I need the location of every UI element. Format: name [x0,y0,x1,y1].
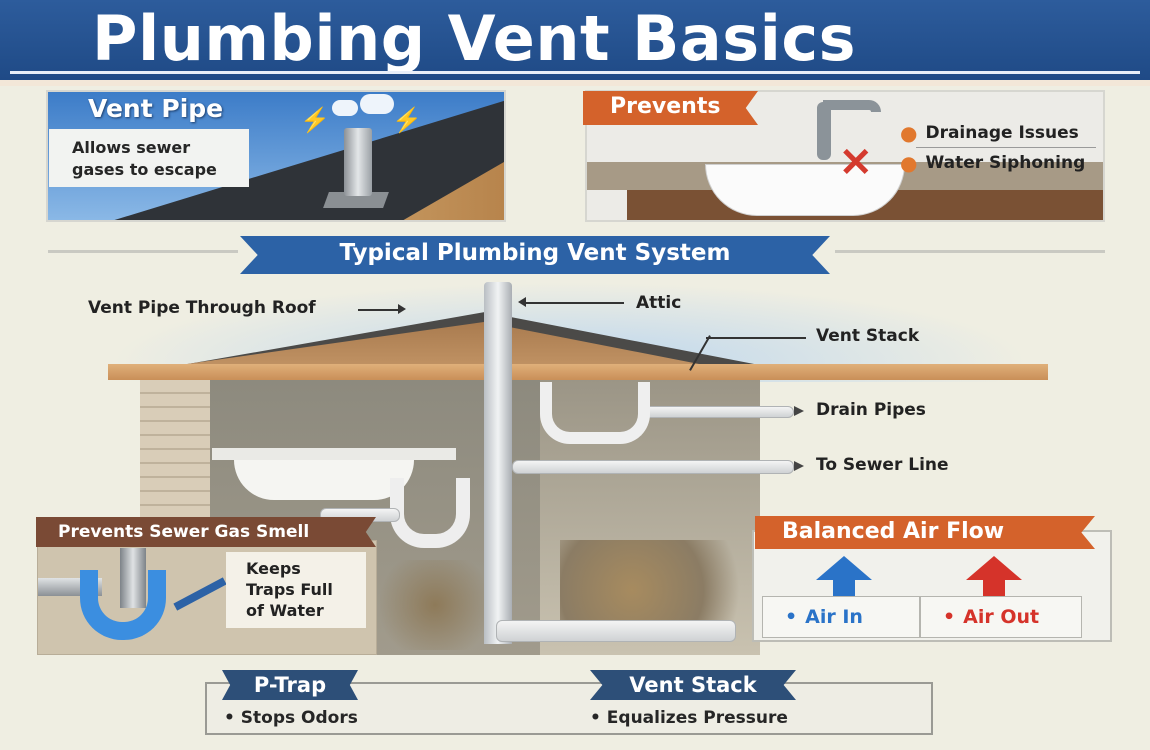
bullet-icon: • [785,606,798,628]
list-item-label: Drainage Issues [925,122,1079,143]
header-divider [10,71,1140,74]
air-flow-title: Balanced Air Flow [782,519,1005,544]
sink-bowl-icon [234,460,414,500]
bullet-icon: ● [900,120,918,145]
lightning-icon: ⚡ [392,107,422,134]
label-attic: Attic [636,293,682,313]
sewer-gas-title: Prevents Sewer Gas Smell [58,522,310,542]
section-banner [240,236,830,274]
air-in-arrow-icon [816,556,872,580]
gas-cloud-icon [360,94,394,114]
air-in-label: Air In [805,606,863,628]
header-shadow [0,80,1150,86]
prevents-list: ● Drainage Issues ● Water Siphoning [900,118,1100,177]
sink-counter [212,448,456,460]
p-trap-item-label: Stops Odors [240,708,358,728]
bullet-icon: ● [900,150,918,175]
air-out-cell: • Air Out [920,596,1082,638]
label-vent-pipe-through-roof: Vent Pipe Through Roof [88,298,316,318]
arrow-left-icon [518,297,526,307]
callout-line: Traps Full [246,580,333,599]
vent-stack-title: Vent Stack [629,673,757,697]
vent-pipe-card: ⚡ ⚡ [46,90,506,222]
list-item-label: Water Siphoning [925,152,1086,173]
air-flow-banner [755,516,1095,549]
label-to-sewer-line: To Sewer Line [816,455,949,475]
lightning-icon: ⚡ [300,107,330,134]
list-divider [916,147,1096,148]
description-line: Allows sewer [72,138,191,157]
prevents-title: Prevents [610,94,721,119]
arrow-right-icon [398,304,406,314]
header-bar [0,0,1150,80]
vent-pipe-title: Vent Pipe [88,94,224,123]
bullet-icon: • [943,606,956,628]
sewer-gas-banner [36,517,376,547]
arrow-right-icon [794,406,804,416]
page-title: Plumbing Vent Basics [92,2,857,75]
vent-stack-tag [590,670,796,700]
faucet-spout-icon [823,100,881,112]
arrow-line [358,309,398,311]
vent-pipe-callout [49,129,249,187]
wall-siding [140,380,210,520]
roof-beam [108,364,1048,380]
air-out-label: Air Out [963,606,1040,628]
arrow-line [526,302,624,304]
air-in-cell: • Air In [762,596,920,638]
sewer-line-pipe [512,460,794,474]
prevents-ribbon [583,91,758,125]
vent-stack-pipe [484,282,512,644]
list-item: ● Water Siphoning [900,148,1100,177]
list-item: ● Drainage Issues [900,118,1100,147]
label-drain-pipes: Drain Pipes [816,400,926,420]
faucet-icon [817,102,831,160]
label-vent-stack: Vent Stack [816,326,920,346]
bullet-icon: • [590,708,607,728]
ground-soil [380,560,490,650]
main-drain-pipe [496,620,736,642]
sink-icon [705,164,905,216]
section-title: Typical Plumbing Vent System [339,240,731,266]
p-trap-pipe [390,478,470,548]
section-divider-left [48,250,238,253]
drain-pipe [640,406,794,418]
x-mark-icon: ✕ [839,141,873,185]
description-line: gases to escape [72,160,217,179]
p-trap-title: P-Trap [253,673,327,697]
arrow-right-icon [794,461,804,471]
trap-callout [226,552,366,628]
arrow-line [706,337,806,339]
air-out-arrow-icon [966,556,1022,580]
vent-stack-item: • Equalizes Pressure [590,708,788,728]
p-trap-item: • Stops Odors [224,708,358,728]
callout-line: of Water [246,601,324,620]
bullet-icon: • [224,708,241,728]
vent-pipe-description: Allows sewer gases to escape [72,137,252,181]
callout-line: Keeps [246,559,301,578]
trap-callout-text: Keeps Traps Full of Water [246,558,366,621]
vent-pipe-icon [344,128,372,196]
section-divider-right [835,250,1105,253]
upper-p-trap [540,382,650,444]
gas-cloud-icon [332,100,358,116]
p-trap-tag [222,670,358,700]
vent-stack-item-label: Equalizes Pressure [606,708,788,728]
